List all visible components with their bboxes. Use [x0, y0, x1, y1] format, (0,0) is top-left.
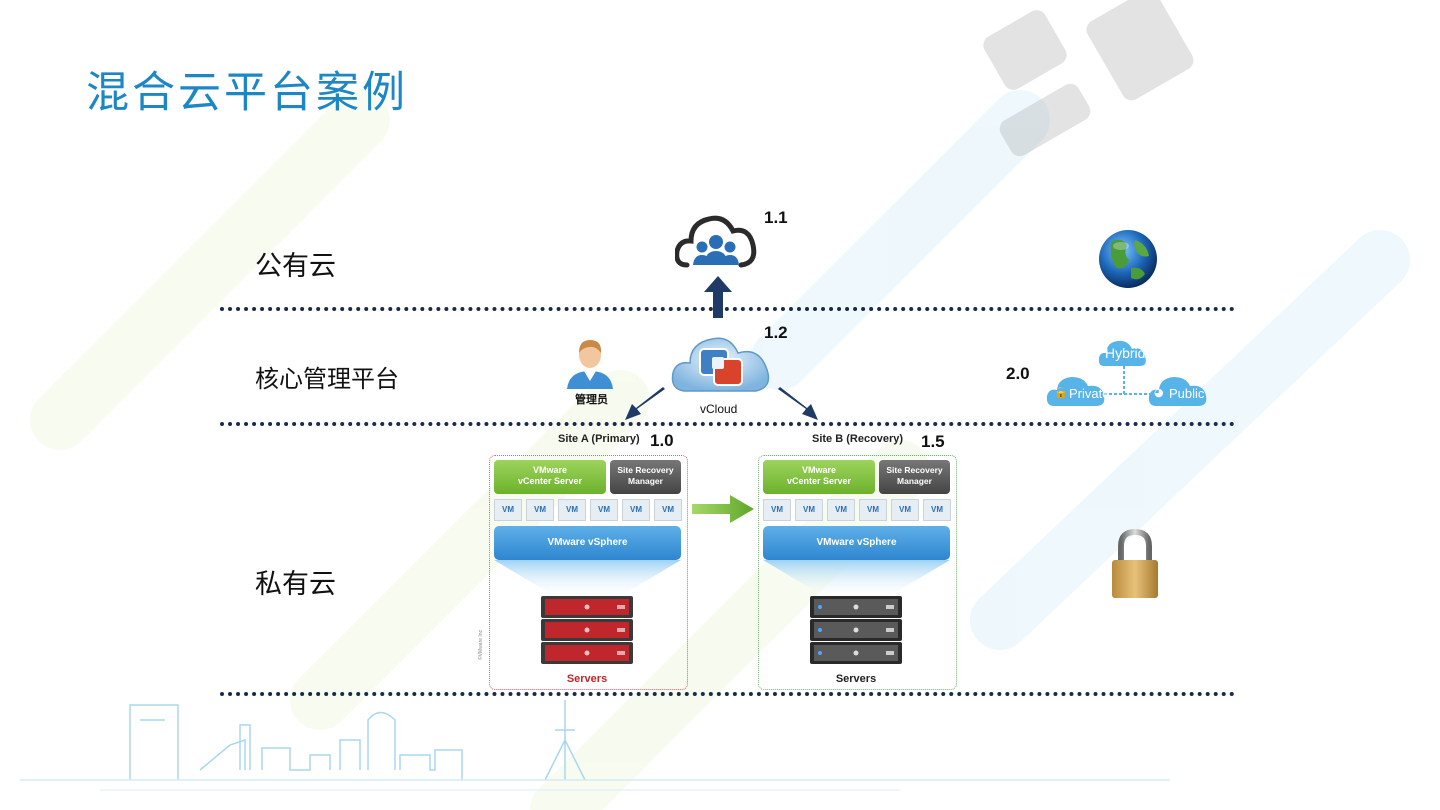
site-b-srm-line2: Manager	[897, 476, 932, 486]
site-a-vm: VM	[558, 499, 586, 521]
site-b-vm: VM	[763, 499, 791, 521]
copyright-text: ©VMware Inc	[478, 629, 484, 660]
arrow-down-right-icon	[778, 387, 818, 420]
version-label-1-2: 1.2	[764, 323, 788, 342]
version-label-2-0: 2.0	[1006, 364, 1030, 383]
page-title: 混合云平台案例	[86, 68, 408, 118]
public-label: Public	[1169, 386, 1205, 401]
site-a-vm: VM	[590, 499, 618, 521]
site-b-vcenter-line2: vCenter Server	[786, 476, 852, 486]
site-b-servers-label: Servers	[835, 673, 877, 685]
site-a-servers-icon	[541, 596, 633, 664]
site-b-vm: VM	[923, 499, 951, 521]
site-b-beam	[763, 560, 950, 600]
vcloud-icon	[671, 337, 770, 392]
site-b-srm-line1: Site Recovery	[886, 465, 943, 475]
site-b-title: Site B (Recovery)	[812, 433, 904, 445]
site-a-srm: Site Recovery Manager	[610, 460, 681, 494]
site-b-vcenter: VMware vCenter Server	[763, 460, 875, 494]
site-b-srm: Site Recovery Manager	[879, 460, 950, 494]
site-a-vm-row: VM VM VM VM VM VM	[494, 499, 682, 521]
public-cloud-users-icon	[675, 215, 757, 268]
globe-small-icon: ◕	[1154, 386, 1164, 399]
site-b-vm: VM	[795, 499, 823, 521]
version-label-1-1: 1.1	[764, 208, 788, 227]
separator-top	[220, 307, 1235, 311]
site-b-vcenter-line1: VMware	[801, 465, 836, 475]
site-a-box	[489, 455, 688, 690]
layer-label-core-management: 核心管理平台	[255, 365, 399, 393]
site-a-srm-line1: Site Recovery	[617, 465, 674, 475]
hybrid-label: Hybrid	[1105, 345, 1146, 361]
site-a-vm: VM	[494, 499, 522, 521]
replication-arrow-icon	[692, 495, 754, 523]
site-a-title: Site A (Primary)	[558, 433, 640, 445]
site-a-vcenter-line2: vCenter Server	[517, 476, 583, 486]
site-b-vm: VM	[859, 499, 887, 521]
separator-middle	[220, 422, 1235, 426]
layer-label-private-cloud: 私有云	[255, 569, 336, 600]
padlock-icon	[1112, 528, 1158, 598]
version-label-1-0: 1.0	[650, 431, 674, 450]
arrow-up-icon	[704, 276, 732, 318]
site-a-vcenter: VMware vCenter Server	[494, 460, 606, 494]
site-a-beam	[494, 560, 681, 600]
site-a-vsphere: VMware vSphere	[494, 526, 681, 560]
site-b-vm: VM	[891, 499, 919, 521]
site-a-vm: VM	[622, 499, 650, 521]
site-b-servers-icon	[810, 596, 902, 664]
version-label-1-5: 1.5	[921, 432, 945, 451]
lock-small-icon: 🔒	[1054, 386, 1068, 399]
admin-label: 管理员	[575, 394, 608, 406]
site-a-vm: VM	[654, 499, 682, 521]
site-a-servers-label: Servers	[566, 673, 608, 685]
arrow-down-left-icon	[625, 387, 665, 420]
separator-bottom	[220, 692, 1235, 696]
admin-user-icon	[567, 340, 613, 389]
site-b-vm: VM	[827, 499, 855, 521]
site-b-vm-row: VM VM VM VM VM VM	[763, 499, 951, 521]
site-a-vcenter-line1: VMware	[532, 465, 567, 475]
vcloud-label: vCloud	[700, 402, 738, 416]
hybrid-cloud-diagram	[1046, 340, 1207, 406]
layer-label-public-cloud: 公有云	[255, 251, 336, 282]
site-b-box	[758, 455, 957, 690]
private-label: Private	[1069, 386, 1110, 401]
site-a-srm-line2: Manager	[628, 476, 663, 486]
globe-icon	[1099, 230, 1157, 288]
site-b-vsphere: VMware vSphere	[763, 526, 950, 560]
site-a-vm: VM	[526, 499, 554, 521]
